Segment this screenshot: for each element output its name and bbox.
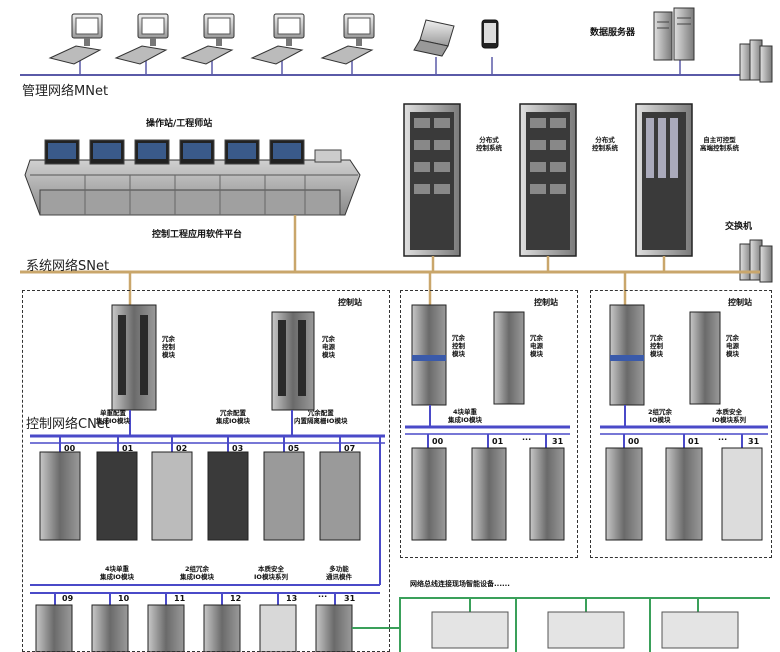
mid-slot-00: 00 — [432, 437, 444, 446]
cabinet-dcs-2 — [519, 103, 577, 257]
workstation-computers — [48, 13, 375, 65]
data-server — [653, 7, 695, 61]
field-devices — [431, 611, 739, 649]
cabinet-dcs-1 — [403, 103, 461, 257]
left-power-label: 冗余 电源 模块 — [322, 335, 335, 359]
right-station-title: 控制站 — [728, 298, 752, 307]
right-io-modules — [605, 447, 763, 541]
right-power-label: 冗余 电源 模块 — [726, 334, 739, 358]
operator-console — [24, 139, 361, 216]
mid-slot-ellipsis: ... — [522, 433, 532, 442]
right-slot-01: 01 — [688, 437, 700, 446]
mid-group-label: 4块单重 集成IO模块 — [448, 408, 482, 424]
slot-13: 13 — [286, 594, 298, 603]
left-group-6-label: 本质安全 IO模块系列 — [254, 565, 288, 581]
left-controller-module — [111, 304, 157, 411]
left-group-4-label: 4块单重 集成IO模块 — [100, 565, 134, 581]
mnet-label: 管理网络MNet — [22, 84, 109, 99]
left-station-title: 控制站 — [338, 298, 362, 307]
operator-station-title: 操作站/工程师站 — [146, 119, 213, 129]
cabinet-2-label: 分布式 控制系统 — [592, 136, 618, 152]
cabinet-1-label: 分布式 控制系统 — [476, 136, 502, 152]
left-group-1-label: 单重配置 集成IO模块 — [96, 409, 130, 425]
left-group-5-label: 2组冗余 集成IO模块 — [180, 565, 214, 581]
cabinet-3-label: 自主可控型 高端控制系统 — [700, 136, 739, 152]
laptop — [413, 19, 455, 57]
cnet-label: 控制网络CNet — [26, 413, 110, 432]
slot-00: 00 — [64, 444, 76, 453]
snet-drops — [128, 215, 666, 310]
right-station-box — [590, 290, 772, 558]
mid-power-label: 冗余 电源 模块 — [530, 334, 543, 358]
slot-03: 03 — [232, 444, 244, 453]
left-group-2-label: 冗余配置 集成IO模块 — [216, 409, 250, 425]
fieldbus-lines — [352, 597, 770, 652]
mid-slot-01: 01 — [492, 437, 504, 446]
slot-ellipsis: ... — [318, 590, 328, 599]
left-group-3-label: 冗余配置 内置隔离栅IO模块 — [294, 409, 348, 425]
slot-31: 31 — [344, 594, 356, 603]
left-io-row2 — [35, 604, 353, 652]
cabinet-advanced — [635, 103, 693, 257]
mnet-drops — [79, 57, 681, 75]
mid-slot-31: 31 — [552, 437, 564, 446]
slot-10: 10 — [118, 594, 130, 603]
slot-09: 09 — [62, 594, 74, 603]
switch-label: 交换机 — [725, 222, 753, 232]
slot-05: 05 — [288, 444, 300, 453]
left-group-7-label: 多功能 通讯模件 — [326, 565, 352, 581]
fieldbus-label: 网络总线连接现场智能设备...... — [410, 580, 510, 588]
mid-station-title: 控制站 — [534, 298, 558, 307]
mid-station-box — [400, 290, 578, 558]
software-platform-label: 控制工程应用软件平台 — [152, 230, 243, 240]
tablet — [481, 19, 499, 49]
mid-controller-label: 冗余 控制 模块 — [452, 334, 465, 358]
slot-11: 11 — [174, 594, 186, 603]
right-slot-00: 00 — [628, 437, 640, 446]
slot-07: 07 — [344, 444, 356, 453]
mid-station-modules — [411, 304, 525, 406]
right-controller-label: 冗余 控制 模块 — [650, 334, 663, 358]
right-slot-31: 31 — [748, 437, 760, 446]
slot-12: 12 — [230, 594, 242, 603]
right-station-modules — [609, 304, 721, 406]
right-group-b-label: 本质安全 IO模块系列 — [712, 408, 746, 424]
left-io-row1 — [39, 451, 361, 541]
slot-02: 02 — [176, 444, 188, 453]
switch-bottom — [739, 239, 773, 283]
snet-label: 系统网络SNet — [26, 259, 110, 274]
left-controller-label: 冗余 控制 模块 — [162, 335, 175, 359]
mid-io-modules — [411, 447, 565, 541]
switch-top — [739, 39, 773, 83]
data-server-label: 数据服务器 — [590, 28, 636, 38]
slot-01: 01 — [122, 444, 134, 453]
right-slot-ellipsis: ... — [718, 433, 728, 442]
right-group-a-label: 2组冗余 IO模块 — [648, 408, 673, 424]
